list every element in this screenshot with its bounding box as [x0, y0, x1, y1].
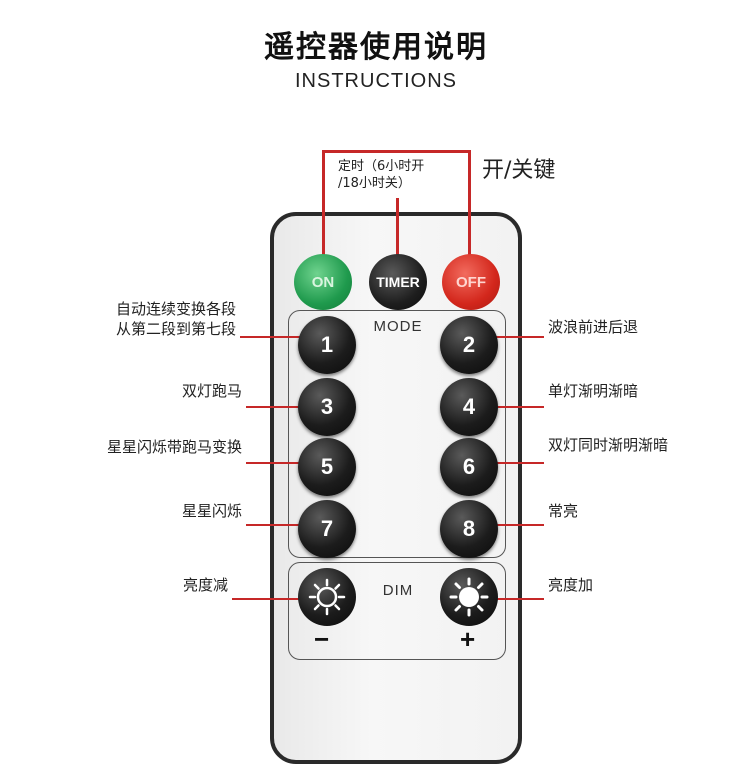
mode-button-3[interactable]: 3 [298, 378, 356, 436]
mode-panel [288, 310, 506, 558]
off-button[interactable]: OFF [442, 254, 500, 310]
b3-pointer-line [246, 406, 302, 408]
off-pointer-line [468, 150, 471, 262]
mode-button-5[interactable]: 5 [298, 438, 356, 496]
b7-pointer-line [246, 524, 302, 526]
b1-label-line2: 从第二段到第七段 [115, 320, 236, 338]
b6-pointer-line [496, 462, 544, 464]
timer-note-line1: 定时（6小时开 [338, 159, 425, 174]
mode-button-4[interactable]: 4 [440, 378, 498, 436]
top-pointer-line [322, 150, 470, 153]
plus-sign: + [460, 624, 476, 654]
b6-label: 双灯同时渐明渐暗 [548, 436, 669, 454]
mode-button-8[interactable]: 8 [440, 500, 498, 558]
b2-label: 波浪前进后退 [548, 318, 639, 336]
on-button[interactable]: ON [294, 254, 352, 310]
b5-label: 星星闪烁带跑马变换 [106, 438, 242, 456]
b4-label: 单灯渐明渐暗 [548, 382, 639, 400]
dim-plus-button[interactable] [440, 568, 498, 626]
mode-button-6[interactable]: 6 [440, 438, 498, 496]
minus-sign: − [314, 624, 330, 654]
title-english: INSTRUCTIONS [295, 70, 457, 92]
b4-pointer-line [496, 406, 544, 408]
sun-icon [308, 578, 346, 616]
dim-minus-label: 亮度减 [182, 576, 228, 594]
mode-label: MODE [373, 318, 423, 335]
dim-minus-button[interactable] [298, 568, 356, 626]
dim-panel [288, 562, 506, 660]
mode-button-1[interactable]: 1 [298, 316, 356, 374]
b3-label: 双灯跑马 [181, 382, 242, 400]
dim-plus-pointer-line [496, 598, 544, 600]
b2-pointer-line [496, 336, 544, 338]
mode-button-7[interactable]: 7 [298, 500, 356, 558]
b7-label: 星星闪烁 [181, 502, 242, 520]
title-chinese: 遥控器使用说明 [264, 30, 488, 65]
b1-label-line1: 自动连续变换各段 [115, 300, 236, 318]
on-pointer-line [322, 150, 325, 262]
dim-label: DIM [382, 582, 414, 599]
b8-label: 常亮 [548, 502, 579, 520]
power-note: 开/关键 [482, 158, 556, 183]
b1-pointer-line [240, 336, 302, 338]
mode-button-2[interactable]: 2 [440, 316, 498, 374]
b8-pointer-line [496, 524, 544, 526]
sun-icon [449, 577, 489, 617]
b5-pointer-line [246, 462, 302, 464]
timer-pointer-line [396, 198, 399, 262]
dim-plus-label: 亮度加 [548, 576, 594, 594]
dim-minus-pointer-line [232, 598, 302, 600]
timer-button[interactable]: TIMER [369, 254, 427, 310]
timer-note-line2: /18小时关） [338, 176, 411, 191]
